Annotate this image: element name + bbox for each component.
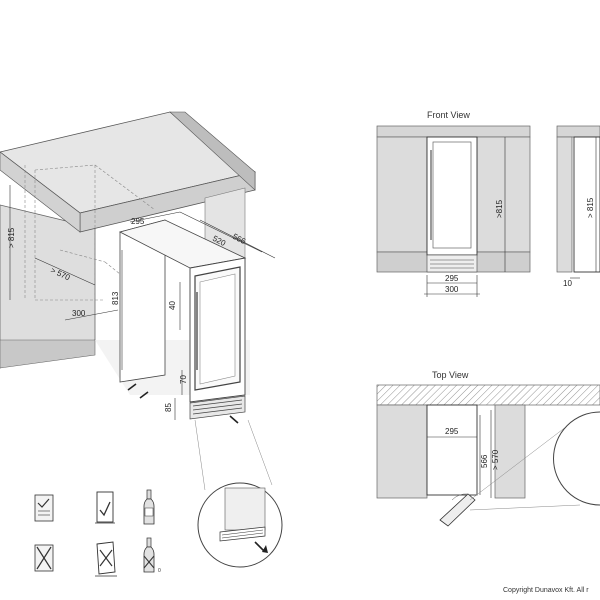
front-dim-300: 300 xyxy=(445,285,459,294)
side-view-countertop xyxy=(556,125,600,138)
copyright-text: Copyright Dunavox Kft. All r xyxy=(503,587,589,594)
front-view-door-glass xyxy=(432,141,472,249)
level-ok-icon xyxy=(95,491,115,524)
front-dim-815: >815 xyxy=(495,199,504,218)
front-view-dims xyxy=(424,137,506,297)
side-view-wall xyxy=(556,136,573,273)
front-dim-295: 295 xyxy=(445,274,459,283)
side-dim-815: > 815 xyxy=(586,197,595,218)
top-view-door-arc xyxy=(451,493,469,501)
tilted-not-ok-icon xyxy=(95,541,117,577)
front-view-left-cabinet xyxy=(376,136,428,253)
zoom-detail-circle xyxy=(197,482,283,568)
bottle-upright-icon xyxy=(143,489,155,525)
front-view-title: Front View xyxy=(427,110,470,120)
bottle-not-ok-icon: 0 xyxy=(143,537,161,574)
degree-label: 0 xyxy=(158,568,161,574)
front-view-countertop xyxy=(376,125,531,138)
top-view: Top View 295 566 > 570 xyxy=(376,370,600,527)
instruction-icons: 0 xyxy=(34,489,161,577)
niche-dashed-outline xyxy=(24,164,166,311)
side-view: > 815 10 xyxy=(556,125,600,288)
front-view-grille xyxy=(426,254,478,273)
iso-dim-813: 813 xyxy=(111,291,120,305)
cabinet-plinth xyxy=(0,339,96,369)
top-dim-570: > 570 xyxy=(491,449,500,470)
iso-dim-85: 85 xyxy=(164,403,173,412)
front-view-right-cabinet xyxy=(476,136,531,253)
zoom-leader-1 xyxy=(194,419,206,491)
top-view-open-door xyxy=(439,493,476,527)
top-view-title: Top View xyxy=(432,370,469,380)
top-zoom-leader-2 xyxy=(469,504,581,511)
isometric-view: 295 520 566 > 815 > 570 300 813 40 70 85 xyxy=(0,111,276,491)
iso-dim-70: 70 xyxy=(179,375,188,384)
top-view-appliance xyxy=(426,404,478,496)
iso-dim-295: 295 xyxy=(131,217,145,226)
worktop-right-edge xyxy=(169,111,256,191)
iso-arrows xyxy=(127,383,239,424)
ventilation-grille xyxy=(189,395,246,420)
front-view: Front View >815 295 300 xyxy=(376,110,531,297)
vent-clear-ok-icon xyxy=(34,494,54,522)
iso-dimension-lines xyxy=(9,185,276,420)
top-view-dims xyxy=(427,410,492,498)
vent-blocked-icon xyxy=(34,544,54,572)
top-view-right-cabinet xyxy=(494,404,526,499)
side-dim-10: 10 xyxy=(563,279,572,288)
iso-dim-815: > 815 xyxy=(7,227,16,248)
worktop-left-edge xyxy=(0,151,81,233)
top-dim-295: 295 xyxy=(445,427,459,436)
top-dim-566: 566 xyxy=(480,454,489,468)
iso-dim-300: 300 xyxy=(72,309,86,318)
top-view-left-cabinet xyxy=(376,404,428,499)
appliance-door-glass xyxy=(199,273,236,385)
zoom-leader-2 xyxy=(247,419,273,486)
top-zoom-leader-1 xyxy=(469,419,576,501)
top-zoom-circle xyxy=(553,411,600,506)
iso-dim-40: 40 xyxy=(168,301,177,310)
side-view-appliance xyxy=(573,136,600,273)
top-view-back-wall xyxy=(376,384,600,406)
